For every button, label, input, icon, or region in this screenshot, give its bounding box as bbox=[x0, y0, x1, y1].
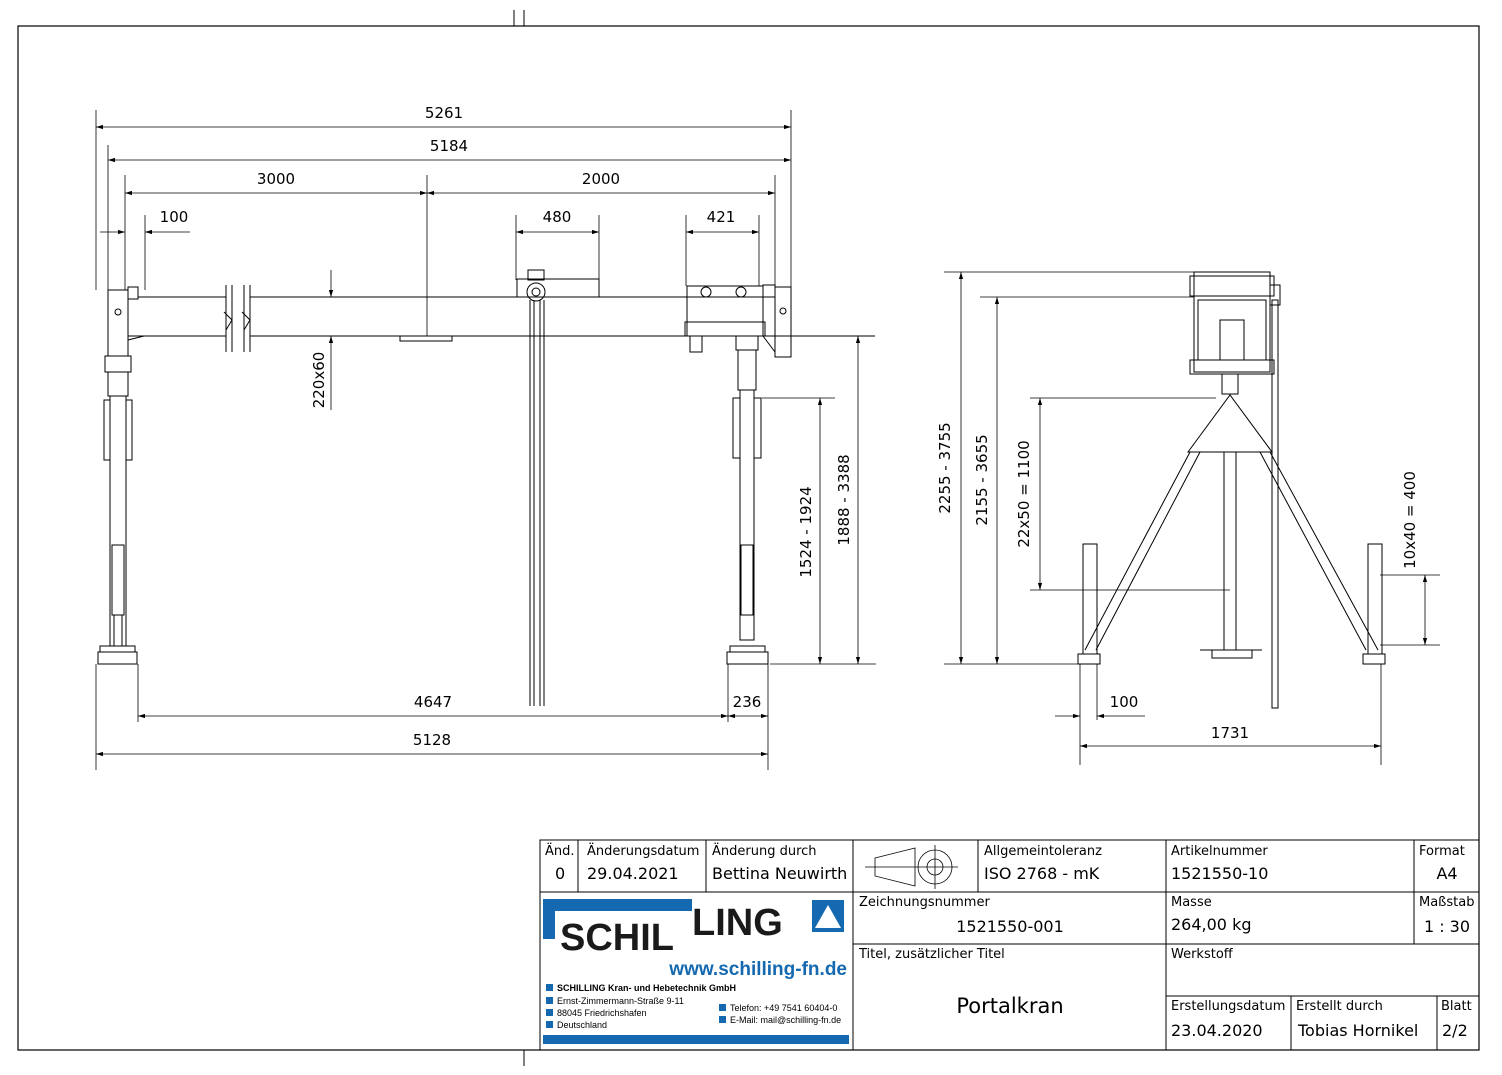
company-city: 88045 Friedrichshafen bbox=[557, 1008, 647, 1018]
front-dimension-texts: 5261 5184 3000 2000 100 480 421 220x60 1… bbox=[160, 104, 853, 749]
rev-index-value: 0 bbox=[555, 864, 565, 883]
rev-date-value: 29.04.2021 bbox=[587, 864, 679, 883]
mass-value: 264,00 kg bbox=[1171, 915, 1252, 934]
left-leg bbox=[97, 286, 145, 665]
side-view bbox=[1077, 271, 1386, 709]
dim-left-offset: 100 bbox=[160, 208, 189, 226]
material-label: Werkstoff bbox=[1171, 947, 1234, 962]
dim-trolley-width: 480 bbox=[543, 208, 572, 226]
company-country: Deutschland bbox=[557, 1020, 607, 1030]
side-trolley bbox=[1189, 271, 1281, 395]
sheet-label: Blatt bbox=[1441, 999, 1472, 1014]
dim-foot-span: 4647 bbox=[414, 693, 452, 711]
tolerance-label: Allgemeintoleranz bbox=[984, 844, 1102, 859]
projection-symbol-icon bbox=[865, 845, 958, 889]
title-label: Titel, zusätzlicher Titel bbox=[858, 947, 1005, 962]
tolerance-value: ISO 2768 - mK bbox=[984, 864, 1100, 883]
dim-leg-span: 1731 bbox=[1211, 724, 1249, 742]
drawing-number-value: 1521550-001 bbox=[956, 917, 1064, 936]
side-bracing bbox=[1084, 299, 1379, 709]
drawing-number-label: Zeichnungsnummer bbox=[859, 895, 990, 910]
front-dimension-lines bbox=[95, 110, 876, 770]
dim-pole-holes: 22x50 = 1100 bbox=[1015, 440, 1033, 547]
trolley bbox=[399, 269, 600, 706]
dim-foot-width: 236 bbox=[733, 693, 762, 711]
rev-by-value: Bettina Neuwirth bbox=[712, 864, 847, 883]
side-feet bbox=[1077, 543, 1386, 665]
side-dimension-texts: 2255 - 3755 2155 - 3655 22x50 = 1100 10x… bbox=[936, 422, 1419, 742]
dim-hoist-width: 421 bbox=[707, 208, 736, 226]
side-dimension-lines bbox=[944, 271, 1440, 765]
dim-beam-height-side: 2155 - 3655 bbox=[973, 434, 991, 525]
sheet-value: 2/2 bbox=[1442, 1021, 1468, 1040]
dim-leg-adjust: 1524 - 1924 bbox=[797, 486, 815, 577]
scale-value: 1 : 30 bbox=[1424, 917, 1470, 936]
company-email[interactable]: E-Mail: mail@schilling-fn.de bbox=[730, 1015, 841, 1025]
company-website[interactable]: www.schilling-fn.de bbox=[668, 959, 847, 980]
rev-date-label: Änderungsdatum bbox=[587, 843, 699, 859]
dim-overall-top: 5261 bbox=[425, 104, 463, 122]
rev-by-label: Änderung durch bbox=[712, 843, 817, 859]
company-name: SCHILLING Kran- und Hebetechnik GmbH bbox=[557, 983, 736, 993]
dim-beam-profile: 220x60 bbox=[310, 352, 328, 409]
created-by-value: Tobias Hornikel bbox=[1297, 1021, 1418, 1040]
right-leg bbox=[684, 284, 792, 665]
dim-left-segment: 3000 bbox=[257, 170, 295, 188]
created-date-value: 23.04.2020 bbox=[1171, 1021, 1263, 1040]
scale-label: Maßstab bbox=[1419, 895, 1474, 910]
company-street: Ernst-Zimmermann-Straße 9-11 bbox=[557, 996, 684, 1006]
dim-foot-offset: 100 bbox=[1110, 693, 1139, 711]
created-date-label: Erstellungsdatum bbox=[1171, 999, 1285, 1014]
crane-beam bbox=[138, 285, 875, 352]
mass-label: Masse bbox=[1171, 895, 1212, 910]
logo-text-left: SCHIL bbox=[560, 917, 674, 959]
drawing-title: Portalkran bbox=[956, 994, 1063, 1018]
dim-right-segment: 2000 bbox=[582, 170, 620, 188]
article-value: 1521550-10 bbox=[1171, 864, 1268, 883]
dim-overall-bottom: 5128 bbox=[413, 731, 451, 749]
dim-foot-holes: 10x40 = 400 bbox=[1401, 471, 1419, 569]
logo-text-right: LING bbox=[692, 902, 783, 944]
format-value: A4 bbox=[1436, 864, 1457, 883]
front-view bbox=[97, 269, 875, 706]
dim-beam-length: 5184 bbox=[430, 137, 468, 155]
company-phone: Telefon: +49 7541 60404-0 bbox=[730, 1003, 837, 1013]
rev-index-label: Änd. bbox=[545, 843, 575, 859]
dim-beam-height-front: 1888 - 3388 bbox=[835, 454, 853, 545]
title-block: Änd. Änderungsdatum Änderung durch 0 29.… bbox=[539, 839, 1480, 1051]
format-label: Format bbox=[1419, 844, 1465, 859]
article-label: Artikelnummer bbox=[1171, 844, 1268, 859]
dim-total-height: 2255 - 3755 bbox=[936, 422, 954, 513]
company-address: SCHILLING Kran- und Hebetechnik GmbH Ern… bbox=[543, 983, 849, 1044]
created-by-label: Erstellt durch bbox=[1296, 999, 1383, 1014]
company-logo: SCHIL LING www.schilling-fn.de bbox=[543, 896, 849, 980]
